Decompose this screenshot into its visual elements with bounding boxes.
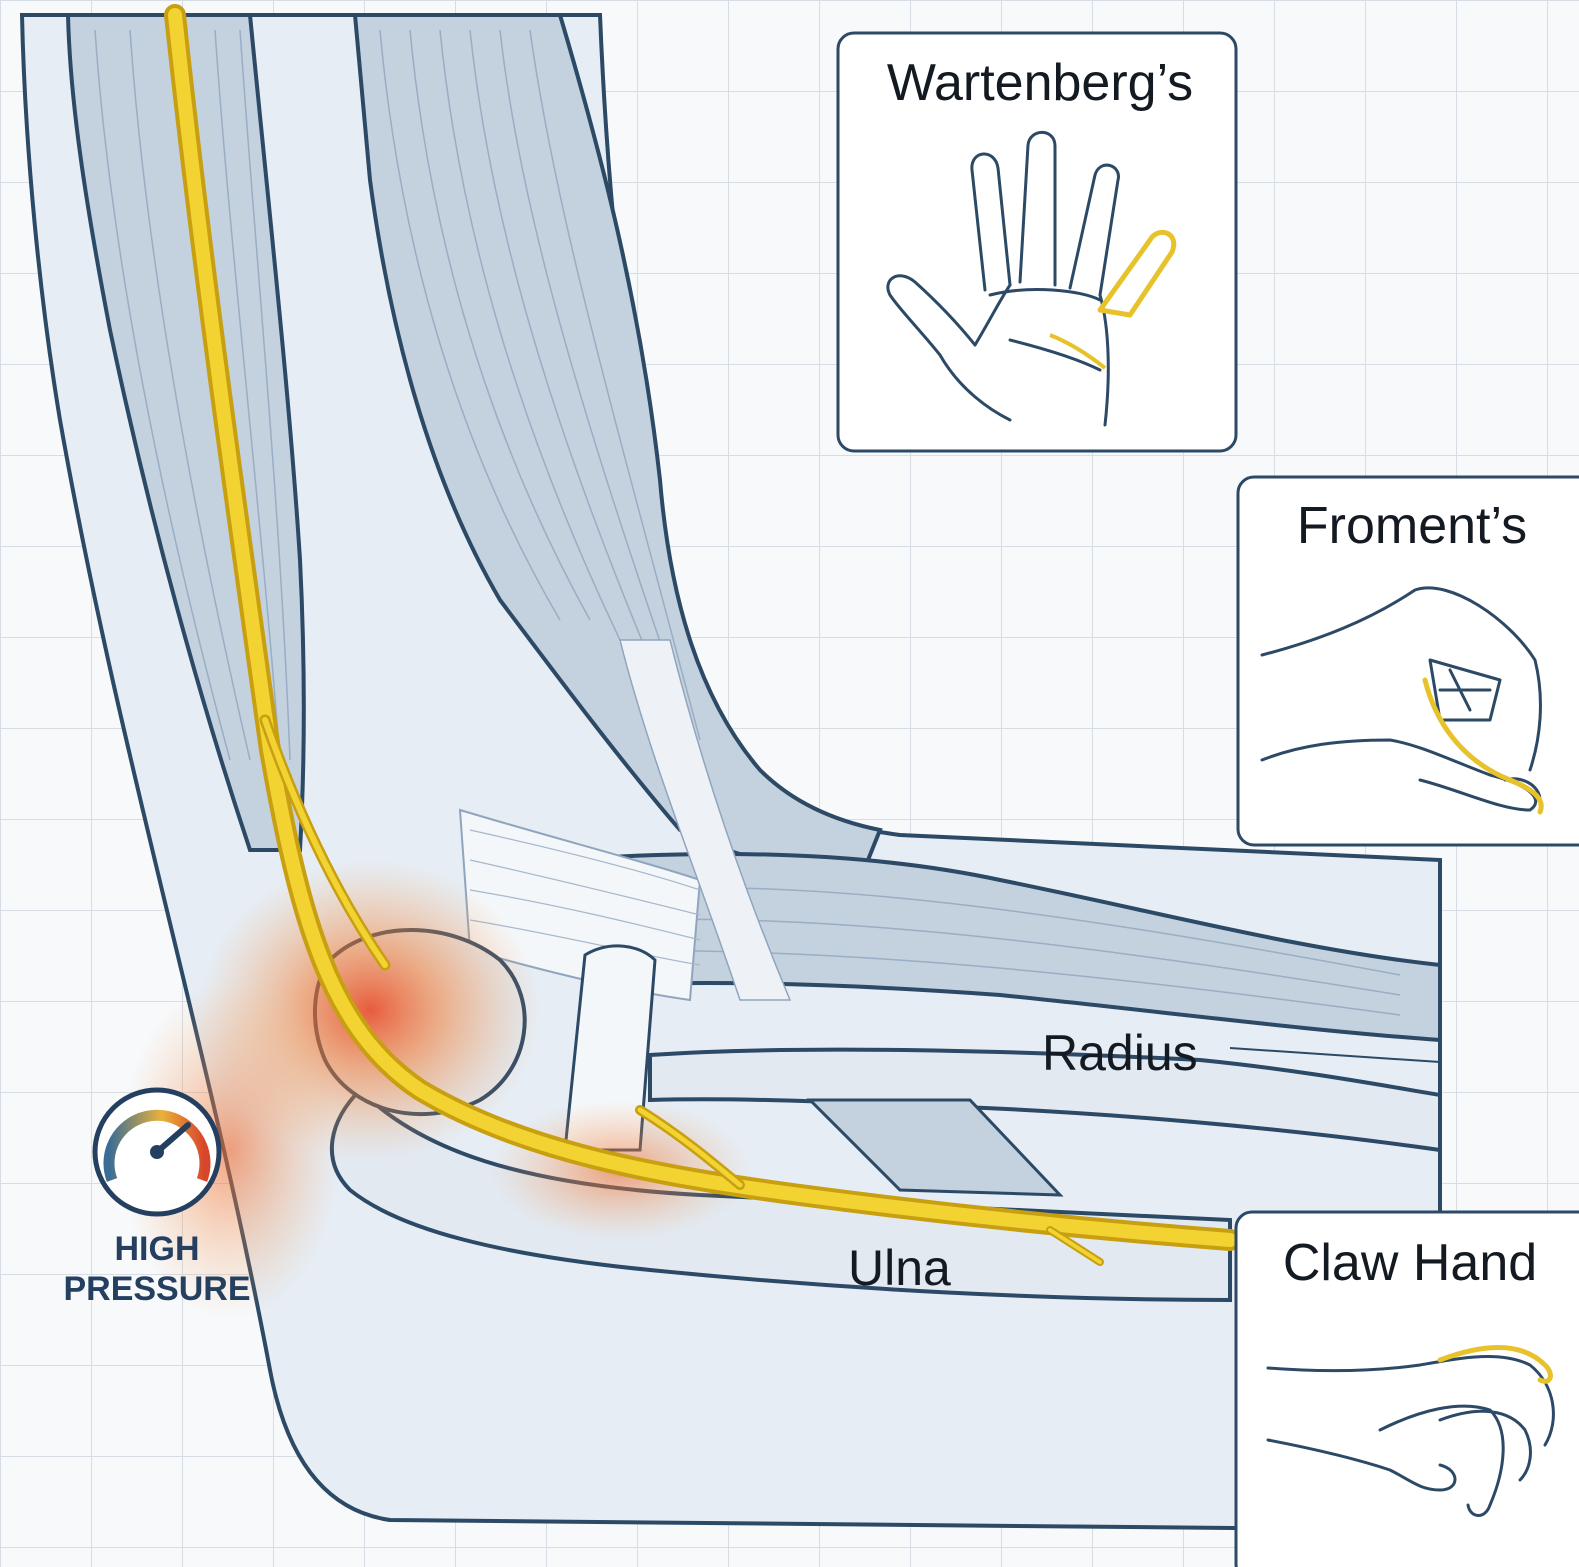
froment-title: Froment’s [1297, 497, 1527, 555]
pressure-gauge-icon [95, 1090, 219, 1214]
wartenberg-title: Wartenberg’s [887, 54, 1193, 112]
pressure-label-line1: HIGH [115, 1230, 200, 1268]
claw-hand-panel: Claw Hand [1236, 1212, 1579, 1567]
wartenberg-panel: Wartenberg’s [838, 33, 1236, 451]
claw-hand-title: Claw Hand [1283, 1234, 1537, 1292]
froment-panel: Froment’s [1238, 477, 1579, 845]
ulna-label: Ulna [848, 1240, 951, 1296]
radius-label: Radius [1042, 1025, 1198, 1081]
pressure-label-line2: PRESSURE [63, 1270, 250, 1308]
